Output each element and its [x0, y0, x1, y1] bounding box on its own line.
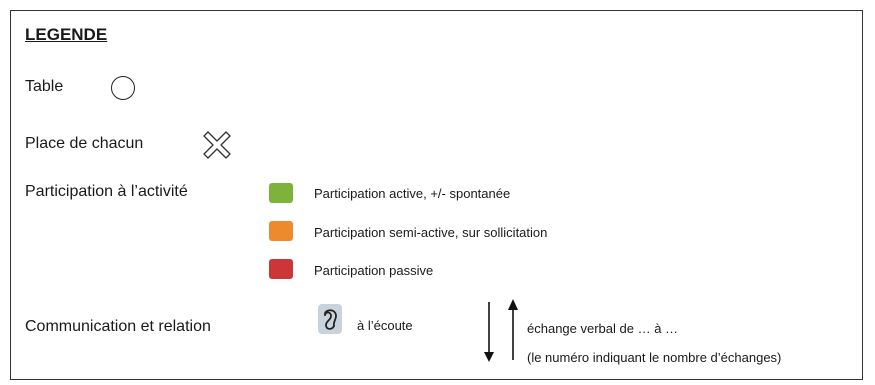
- exchange-arrows-icon: [484, 299, 518, 362]
- participation-semi-active-label: Participation semi-active, sur sollicita…: [314, 225, 548, 240]
- table-label: Table: [25, 78, 64, 95]
- legend-title: LEGENDE: [25, 25, 108, 44]
- participation-passive-label: Participation passive: [314, 263, 434, 278]
- participation-label: Participation à l’activité: [25, 183, 188, 200]
- swatch-orange: [269, 221, 293, 241]
- ear-icon: [318, 304, 342, 334]
- cross-icon: [203, 131, 231, 159]
- swatch-green: [269, 183, 293, 203]
- listening-label: à l’écoute: [357, 318, 413, 333]
- participation-active-label: Participation active, +/- spontanée: [314, 186, 511, 201]
- seat-label: Place de chacun: [25, 135, 144, 152]
- exchange-note: (le numéro indiquant le nombre d’échange…: [527, 350, 782, 365]
- communication-label: Communication et relation: [25, 318, 211, 335]
- circle-icon: [111, 76, 135, 100]
- exchange-label: échange verbal de … à …: [527, 321, 679, 336]
- legend-box: LEGENDE Table Place de chacun Participat…: [10, 10, 863, 380]
- swatch-red: [269, 259, 293, 279]
